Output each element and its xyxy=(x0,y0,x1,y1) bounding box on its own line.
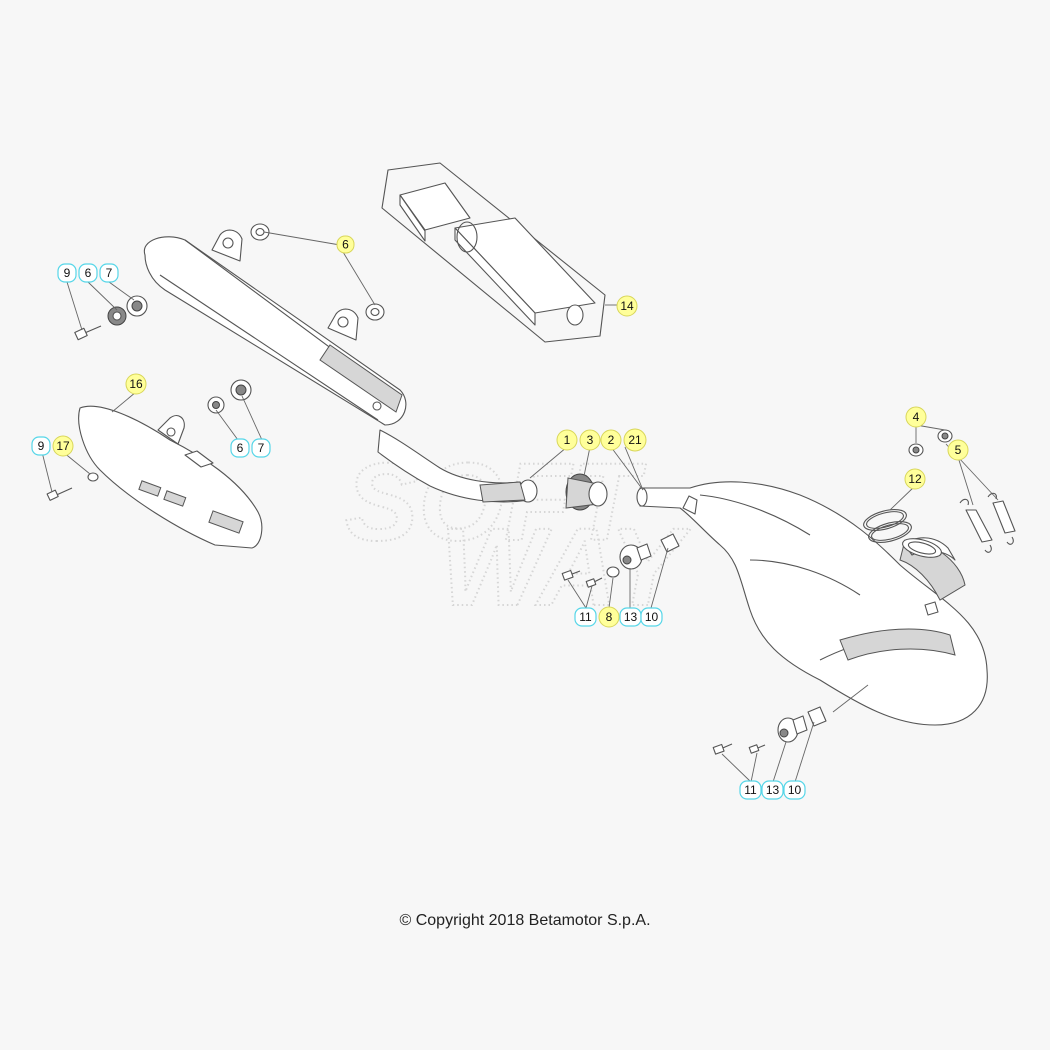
expansion-chamber xyxy=(636,481,988,726)
callout-8[interactable]: 8 xyxy=(598,606,620,628)
callout-label: 11 xyxy=(579,610,592,624)
callout-label: 16 xyxy=(129,377,143,391)
callout-label: 6 xyxy=(85,266,92,280)
callout-label: 10 xyxy=(788,783,802,797)
callout-label: 9 xyxy=(38,439,45,453)
callout-label: 6 xyxy=(342,238,349,252)
callout-3[interactable]: 3 xyxy=(579,429,601,451)
callout-label: 21 xyxy=(628,433,642,447)
chamber-mount-front xyxy=(561,533,680,588)
callout-11-a[interactable]: 11 xyxy=(574,607,597,627)
callout-label: 12 xyxy=(908,472,922,486)
callout-label: 6 xyxy=(237,441,244,455)
callout-4[interactable]: 4 xyxy=(905,406,927,428)
callout-17[interactable]: 17 xyxy=(52,435,74,457)
callout-7-mid[interactable]: 7 xyxy=(251,438,271,458)
callout-label: 8 xyxy=(606,610,613,624)
callout-5[interactable]: 5 xyxy=(947,439,969,461)
callout-label: 2 xyxy=(608,433,615,447)
silencer-gasket xyxy=(565,473,608,511)
callout-label: 1 xyxy=(564,433,571,447)
callout-label: 14 xyxy=(620,299,634,313)
silencer-grommets xyxy=(74,223,385,414)
callout-label: 11 xyxy=(744,783,757,797)
watermark: SOFT WAY xyxy=(344,440,692,630)
springs-and-orings xyxy=(863,429,1016,553)
callout-label: 7 xyxy=(258,441,265,455)
chamber-mount-rear xyxy=(712,706,827,755)
heat-shield xyxy=(46,405,263,549)
callout-2[interactable]: 2 xyxy=(600,429,622,451)
callout-10-b[interactable]: 10 xyxy=(783,780,806,800)
callout-label: 3 xyxy=(587,433,594,447)
callout-13-b[interactable]: 13 xyxy=(761,780,784,800)
callout-7-left[interactable]: 7 xyxy=(99,263,119,283)
callout-label: 10 xyxy=(645,610,659,624)
callout-label: 13 xyxy=(766,783,780,797)
callout-16[interactable]: 16 xyxy=(125,373,147,395)
copyright-notice: © Copyright 2018 Betamotor S.p.A. xyxy=(399,912,651,929)
silencer-packing-wool xyxy=(381,162,606,343)
callout-1[interactable]: 1 xyxy=(556,429,578,451)
leader-lines xyxy=(41,231,999,783)
callout-label: 9 xyxy=(64,266,71,280)
callout-label: 13 xyxy=(624,610,638,624)
callout-6-left[interactable]: 6 xyxy=(78,263,98,283)
callout-label: 7 xyxy=(106,266,113,280)
callout-label: 5 xyxy=(955,443,962,457)
callout-6-mid[interactable]: 6 xyxy=(230,438,250,458)
callout-12[interactable]: 12 xyxy=(904,468,926,490)
callout-9-shield[interactable]: 9 xyxy=(31,436,51,456)
callout-6-top[interactable]: 6 xyxy=(336,235,355,254)
callout-13-a[interactable]: 13 xyxy=(619,607,642,627)
silencer xyxy=(143,229,538,503)
callout-9-left[interactable]: 9 xyxy=(57,263,77,283)
callout-11-b[interactable]: 11 xyxy=(739,780,762,800)
callout-21[interactable]: 21 xyxy=(623,428,647,452)
callout-label: 4 xyxy=(913,410,920,424)
callout-label: 17 xyxy=(56,439,70,453)
callout-14[interactable]: 14 xyxy=(616,295,638,317)
callout-10-a[interactable]: 10 xyxy=(640,607,663,627)
